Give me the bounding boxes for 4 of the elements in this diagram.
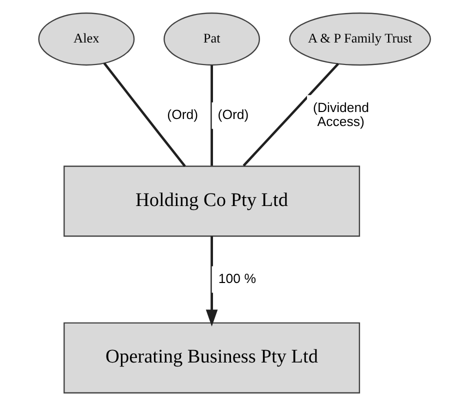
edge-label: (Ord) bbox=[167, 106, 198, 122]
edge-label: 100 % bbox=[218, 270, 256, 286]
edge-label: (Ord) bbox=[218, 106, 249, 122]
edge-label: (Dividend Access) bbox=[313, 100, 370, 130]
